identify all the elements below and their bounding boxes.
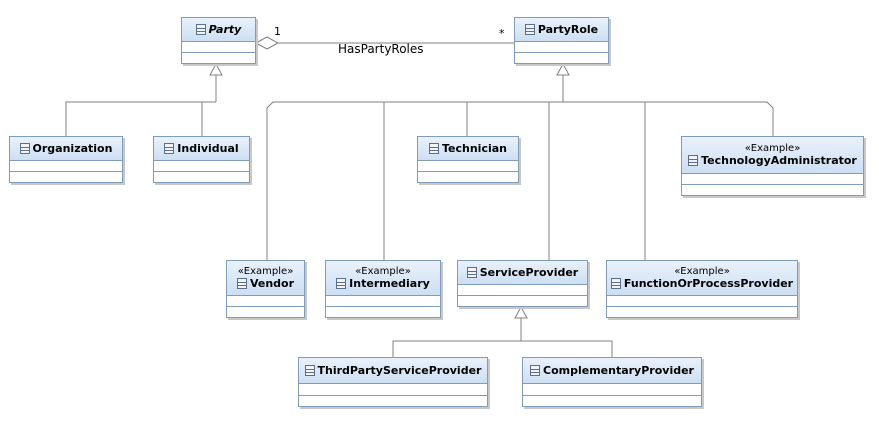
operations-compartment	[154, 172, 249, 182]
class-icon	[530, 365, 540, 376]
attributes-compartment	[154, 161, 249, 172]
class-header: Party	[182, 18, 255, 42]
class-name: Intermediary	[349, 277, 430, 290]
generalization-tech-admin	[563, 101, 774, 136]
attributes-compartment	[418, 161, 518, 172]
class-name: ServiceProvider	[479, 266, 579, 279]
aggregation-diamond-icon	[254, 36, 280, 50]
class-third-party-service-provider[interactable]: ThirdPartyServiceProvider	[298, 357, 488, 407]
class-name: Technician	[441, 142, 507, 155]
class-name: Party	[208, 23, 242, 36]
operations-compartment	[182, 53, 255, 63]
class-intermediary[interactable]: «Example» Intermediary	[325, 260, 441, 318]
association-target-multiplicity: *	[499, 27, 505, 40]
operations-compartment	[227, 307, 304, 317]
operations-compartment	[515, 53, 608, 63]
class-complementary-provider[interactable]: ComplementaryProvider	[522, 357, 702, 407]
generalization-arrow-icon	[556, 62, 570, 76]
operations-compartment	[418, 172, 518, 182]
class-vendor[interactable]: «Example» Vendor	[226, 260, 305, 318]
association-source-multiplicity: 1	[274, 25, 281, 38]
attributes-compartment	[10, 161, 122, 172]
attributes-compartment	[607, 296, 797, 307]
class-function-or-process-provider[interactable]: «Example» FunctionOrProcessProvider	[606, 260, 798, 318]
class-icon	[336, 278, 347, 289]
class-header: Individual	[154, 137, 249, 161]
class-header: «Example» Intermediary	[326, 261, 440, 296]
class-icon	[610, 278, 621, 289]
operations-compartment	[299, 396, 487, 406]
class-icon	[164, 143, 175, 154]
attributes-compartment	[326, 296, 440, 307]
association-name: HasPartyRoles	[338, 42, 424, 56]
class-service-provider[interactable]: ServiceProvider	[457, 260, 588, 307]
class-stereotype: «Example»	[237, 266, 294, 277]
class-party-role[interactable]: PartyRole	[514, 17, 609, 64]
class-stereotype: «Example»	[355, 266, 411, 277]
operations-compartment	[607, 307, 797, 317]
operations-compartment	[682, 185, 863, 195]
generalization-arrow-icon	[209, 62, 223, 76]
operations-compartment	[458, 296, 587, 306]
class-icon	[688, 155, 699, 166]
class-technology-administrator[interactable]: «Example» TechnologyAdministrator	[681, 136, 864, 196]
class-name: FunctionOrProcessProvider	[623, 277, 794, 290]
attributes-compartment	[458, 285, 587, 296]
class-icon	[304, 365, 315, 376]
class-stereotype: «Example»	[744, 143, 801, 154]
class-header: «Example» FunctionOrProcessProvider	[607, 261, 797, 296]
class-icon	[524, 24, 535, 35]
operations-compartment	[10, 172, 122, 182]
class-icon	[195, 24, 206, 35]
class-stereotype: «Example»	[674, 266, 730, 277]
generalization-thirdparty	[392, 340, 613, 357]
class-name: TechnologyAdministrator	[701, 154, 857, 167]
class-party[interactable]: Party	[181, 17, 256, 64]
class-header: «Example» TechnologyAdministrator	[682, 137, 863, 174]
class-header: Technician	[418, 137, 518, 161]
attributes-compartment	[515, 42, 608, 53]
class-organization[interactable]: Organization	[9, 136, 123, 183]
class-icon	[466, 267, 477, 278]
generalization-vendor	[266, 101, 563, 260]
generalization-organization	[65, 101, 216, 136]
attributes-compartment	[227, 296, 304, 307]
class-technician[interactable]: Technician	[417, 136, 519, 183]
class-header: PartyRole	[515, 18, 608, 42]
class-header: Organization	[10, 137, 122, 161]
class-header: ComplementaryProvider	[523, 358, 701, 384]
class-name: Organization	[32, 142, 113, 155]
class-name: PartyRole	[537, 23, 599, 36]
class-icon	[236, 278, 247, 289]
class-header: ThirdPartyServiceProvider	[299, 358, 487, 384]
class-name: Vendor	[249, 277, 295, 290]
operations-compartment	[326, 307, 440, 317]
class-name: ComplementaryProvider	[543, 364, 694, 377]
class-name: ThirdPartyServiceProvider	[317, 364, 482, 377]
class-icon	[19, 143, 30, 154]
attributes-compartment	[299, 384, 487, 396]
attributes-compartment	[182, 42, 255, 53]
operations-compartment	[523, 396, 701, 406]
class-icon	[428, 143, 439, 154]
class-individual[interactable]: Individual	[153, 136, 250, 183]
attributes-compartment	[682, 174, 863, 185]
class-name: Individual	[177, 142, 239, 155]
class-header: ServiceProvider	[458, 261, 587, 285]
class-header: «Example» Vendor	[227, 261, 304, 296]
generalization-arrow-icon	[514, 305, 528, 319]
attributes-compartment	[523, 384, 701, 396]
